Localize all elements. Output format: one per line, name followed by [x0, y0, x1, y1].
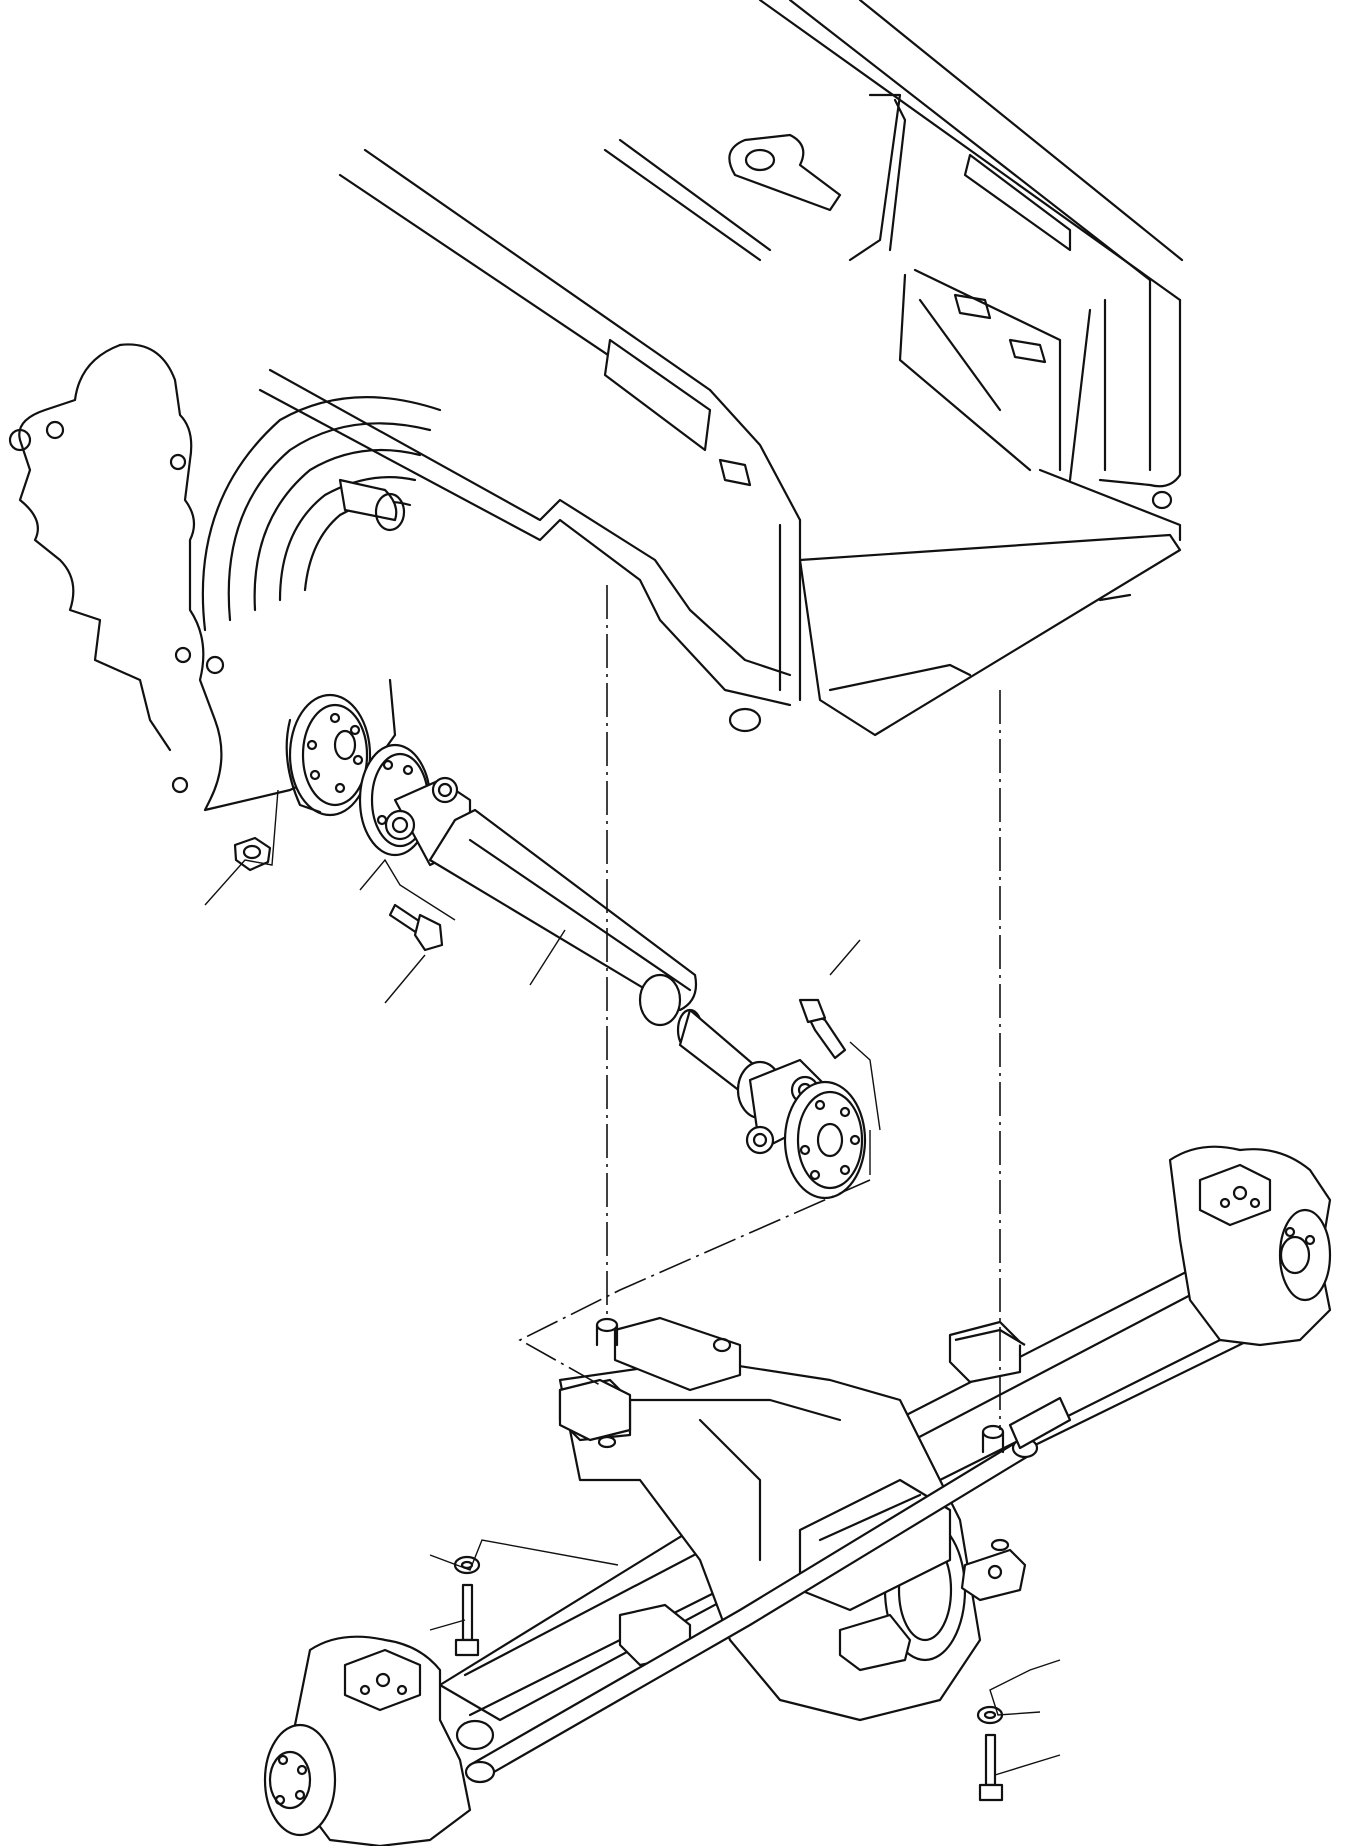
- leader-lines: [204, 789, 1061, 1776]
- front-axle-assembly: [263, 1145, 1332, 1846]
- spacer-left: [595, 1317, 619, 1449]
- bolt-rear: [798, 998, 847, 1060]
- assembly-centerlines: [518, 585, 1001, 1430]
- bolt-front: [388, 903, 444, 952]
- spacer-right: [981, 1424, 1010, 1552]
- bolt-right: [978, 1733, 1004, 1802]
- chassis-frame: [258, 0, 1184, 737]
- drive-shaft: [358, 743, 867, 1200]
- transmission-housing: [8, 343, 442, 817]
- bolt-left: [454, 1583, 480, 1657]
